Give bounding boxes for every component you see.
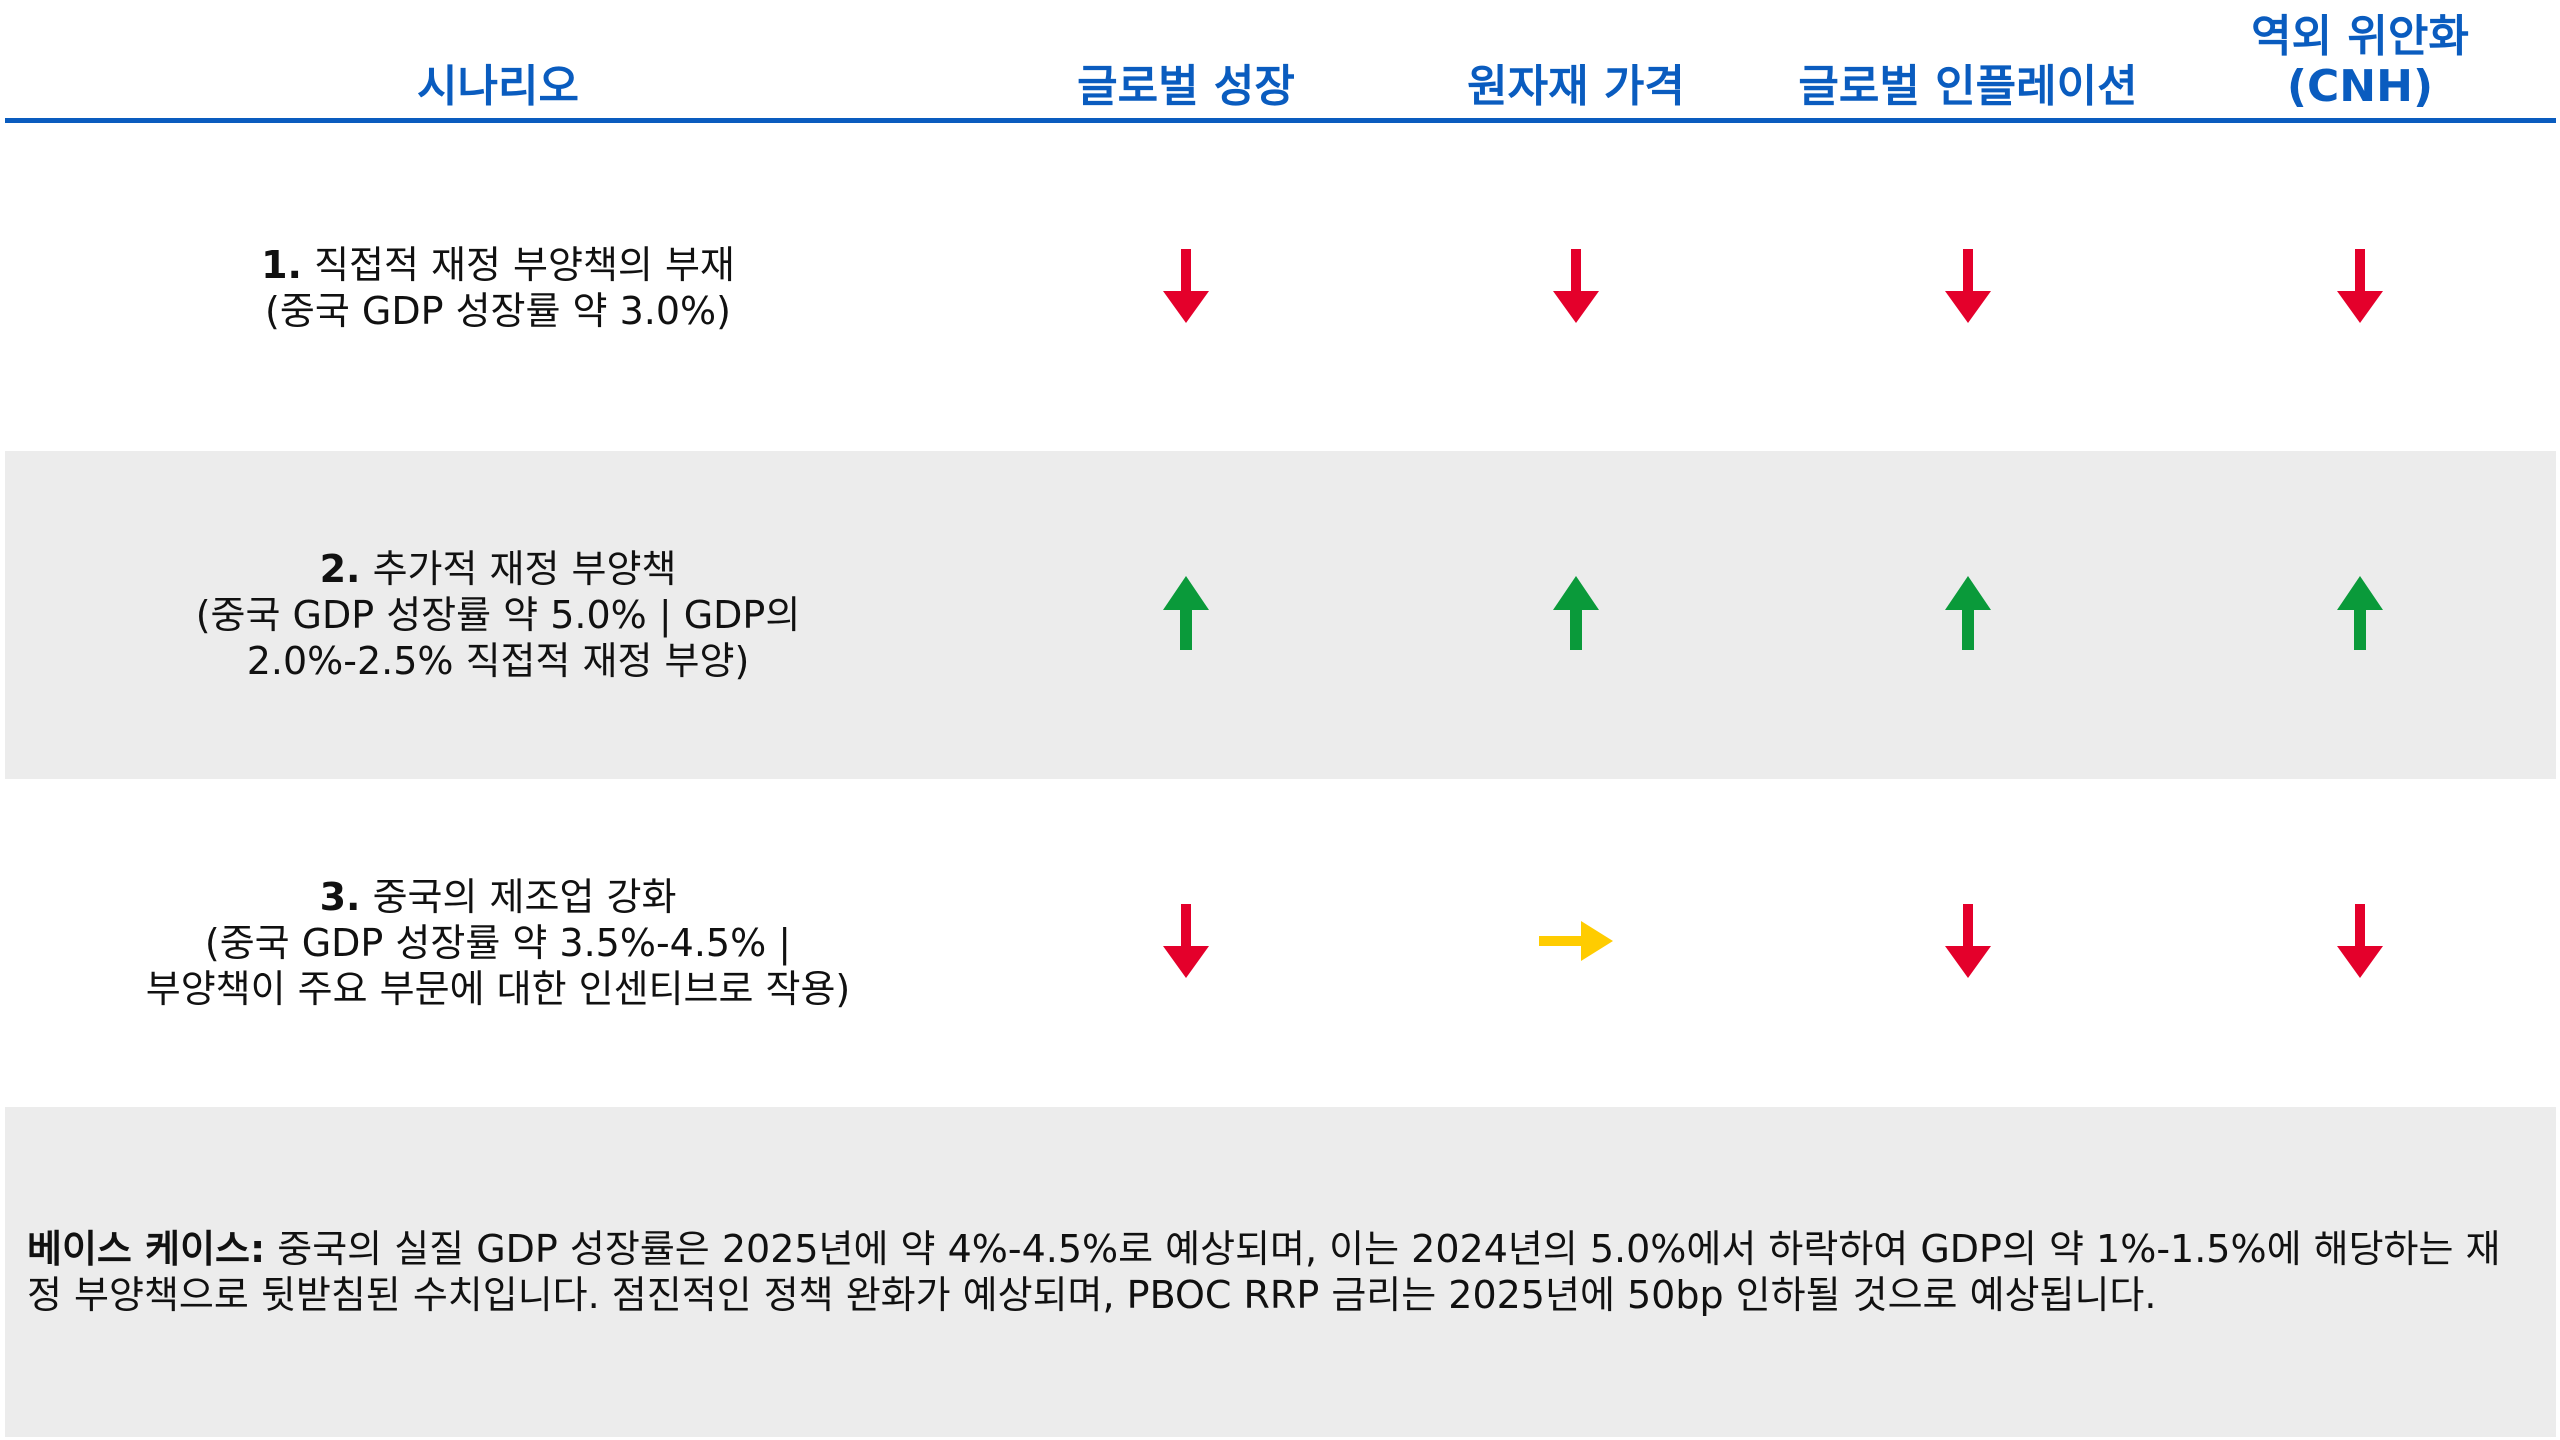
- scenario-detail: (중국 GDP 성장률 약 3.5%-4.5% |: [204, 921, 792, 965]
- up-arrow-icon: [1163, 576, 1209, 654]
- base-case-label: 베이스 케이스:: [27, 1227, 266, 1271]
- scenario-detail: (중국 GDP 성장률 약 5.0% | GDP의: [195, 593, 801, 637]
- down-arrow-icon: [1945, 904, 1991, 982]
- scenario-label: 3. 중국의 제조업 강화(중국 GDP 성장률 약 3.5%-4.5% |부양…: [146, 874, 851, 1012]
- header-cnh-line1: 역외 위안화: [2251, 11, 2469, 62]
- header-scenario: 시나리오: [417, 61, 579, 112]
- scenario-number: 3.: [319, 875, 361, 919]
- down-arrow-icon: [1163, 248, 1209, 327]
- scenario-number: 1.: [261, 242, 302, 287]
- scenario-title: 직접적 재정 부양책의 부재: [314, 242, 735, 287]
- scenario-number: 2.: [319, 547, 361, 591]
- up-arrow-icon: [1553, 576, 1599, 654]
- down-arrow-icon: [2337, 904, 2383, 982]
- up-arrow-icon: [1945, 576, 1991, 654]
- base-case-box: 베이스 케이스: 중국의 실질 GDP 성장률은 2025년에 약 4%-4.5…: [5, 1107, 2556, 1437]
- header-cnh-line2: (CNH): [2286, 61, 2434, 112]
- base-case-text: 베이스 케이스: 중국의 실질 GDP 성장률은 2025년에 약 4%-4.5…: [27, 1226, 2516, 1318]
- scenario-row-3: 3. 중국의 제조업 강화(중국 GDP 성장률 약 3.5%-4.5% |부양…: [5, 779, 2556, 1107]
- down-arrow-icon: [1945, 248, 1991, 327]
- header-global-inflation: 글로벌 인플레이션: [1798, 61, 2138, 112]
- down-arrow-icon: [1553, 248, 1599, 327]
- table-header: 시나리오 글로벌 성장 원자재 가격 글로벌 인플레이션 역외 위안화(CNH): [5, 0, 2556, 123]
- scenario-label: 1. 직접적 재정 부양책의 부재(중국 GDP 성장률 약 3.0%): [261, 242, 735, 334]
- scenario-title: 추가적 재정 부양책: [372, 547, 677, 591]
- down-arrow-icon: [1163, 904, 1209, 982]
- down-arrow-icon: [2337, 248, 2383, 327]
- scenario-detail: 2.0%-2.5% 직접적 재정 부양): [246, 639, 750, 683]
- scenario-detail: (중국 GDP 성장률 약 3.0%): [265, 288, 731, 333]
- right-arrow-icon: [1539, 921, 1613, 965]
- header-commodity-prices: 원자재 가격: [1467, 61, 1685, 112]
- base-case-body: 중국의 실질 GDP 성장률은 2025년에 약 4%-4.5%로 예상되며, …: [27, 1227, 2501, 1317]
- scenario-detail: 부양책이 주요 부문에 대한 인센티브로 작용): [145, 967, 851, 1011]
- header-global-growth: 글로벌 성장: [1077, 61, 1295, 112]
- scenario-row-1: 1. 직접적 재정 부양책의 부재(중국 GDP 성장률 약 3.0%): [5, 124, 2556, 451]
- scenario-title: 중국의 제조업 강화: [372, 875, 677, 919]
- header-cnh: 역외 위안화(CNH): [2251, 12, 2469, 112]
- up-arrow-icon: [2337, 576, 2383, 654]
